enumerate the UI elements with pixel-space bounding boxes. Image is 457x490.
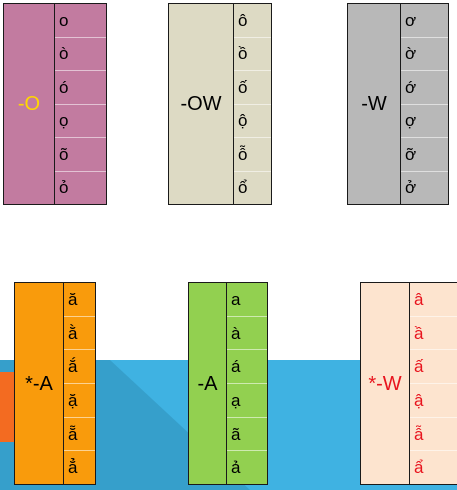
- letter-column: â ầ ấ ậ ẫ ẩ: [409, 283, 457, 484]
- card-label: -W: [361, 93, 387, 115]
- letter-cell: ằ: [64, 317, 95, 351]
- letter-cell: ẫ: [410, 418, 457, 452]
- letter-cell: ổ: [238, 178, 248, 198]
- letter-cell: o: [55, 4, 106, 38]
- letter-column: ô ồ ố ộ ỗ ổ: [233, 4, 271, 204]
- letter-cell: ă: [64, 283, 95, 317]
- letter-cell: ỗ: [234, 138, 271, 172]
- letter-cell: ẳ: [68, 458, 78, 478]
- letter-column: ă ằ ắ ặ ẵ ẳ: [63, 283, 95, 484]
- letter-cell: ợ: [401, 105, 448, 138]
- letter-column: o ò ó ọ õ ỏ: [54, 4, 106, 204]
- letter-cell: ó: [55, 71, 106, 105]
- letter-cell: õ: [55, 138, 106, 172]
- letter-cell: ộ: [234, 105, 271, 138]
- letter-cell: ấ: [410, 350, 457, 385]
- letter-cell: â: [410, 283, 457, 317]
- letter-cell: ã: [227, 418, 267, 452]
- letter-cell: á: [227, 350, 267, 385]
- letter-cell: ơ: [401, 4, 448, 38]
- letter-cell: a: [227, 283, 267, 317]
- letter-cell: ọ: [55, 105, 106, 138]
- letter-cell: ắ: [64, 350, 95, 385]
- letter-cell: ờ: [401, 38, 448, 71]
- letter-cell: ặ: [64, 384, 95, 418]
- card-label: *-W: [368, 372, 402, 395]
- card-label: -OW: [180, 93, 222, 115]
- vowel-card-a: -A a à á ạ ã ả: [188, 282, 268, 485]
- card-label: -A: [197, 372, 218, 395]
- letter-cell: ớ: [401, 71, 448, 105]
- letter-cell: ầ: [410, 317, 457, 351]
- letter-cell: à: [227, 317, 267, 351]
- card-label: -O: [17, 93, 41, 115]
- letter-cell: ò: [55, 38, 106, 71]
- letter-cell: ồ: [234, 38, 271, 71]
- letter-cell: ẩ: [414, 458, 424, 478]
- letter-cell: ả: [231, 458, 241, 478]
- letter-cell: ố: [234, 71, 271, 105]
- background-orange-strip: [0, 372, 14, 442]
- letter-column: ơ ờ ớ ợ ỡ ở: [400, 4, 448, 204]
- letter-cell: ậ: [410, 384, 457, 418]
- letter-cell: ỏ: [59, 178, 69, 198]
- letter-cell: ỡ: [401, 138, 448, 172]
- letter-cell: ô: [234, 4, 271, 38]
- letter-cell: ạ: [227, 384, 267, 418]
- vowel-card-a-breve: *-A ă ằ ắ ặ ẵ ẳ: [14, 282, 96, 485]
- letter-cell: ở: [405, 178, 417, 198]
- vowel-card-ow: -OW ô ồ ố ộ ỗ ổ: [168, 3, 272, 205]
- vowel-card-a-circumflex: *-W â ầ ấ ậ ẫ ẩ: [360, 282, 457, 485]
- vowel-card-w: -W ơ ờ ớ ợ ỡ ở: [347, 3, 449, 205]
- letter-cell: ẵ: [64, 418, 95, 452]
- card-label: *-A: [25, 372, 53, 395]
- letter-column: a à á ạ ã ả: [226, 283, 267, 484]
- vowel-card-o: -O o ò ó ọ õ ỏ: [3, 3, 107, 205]
